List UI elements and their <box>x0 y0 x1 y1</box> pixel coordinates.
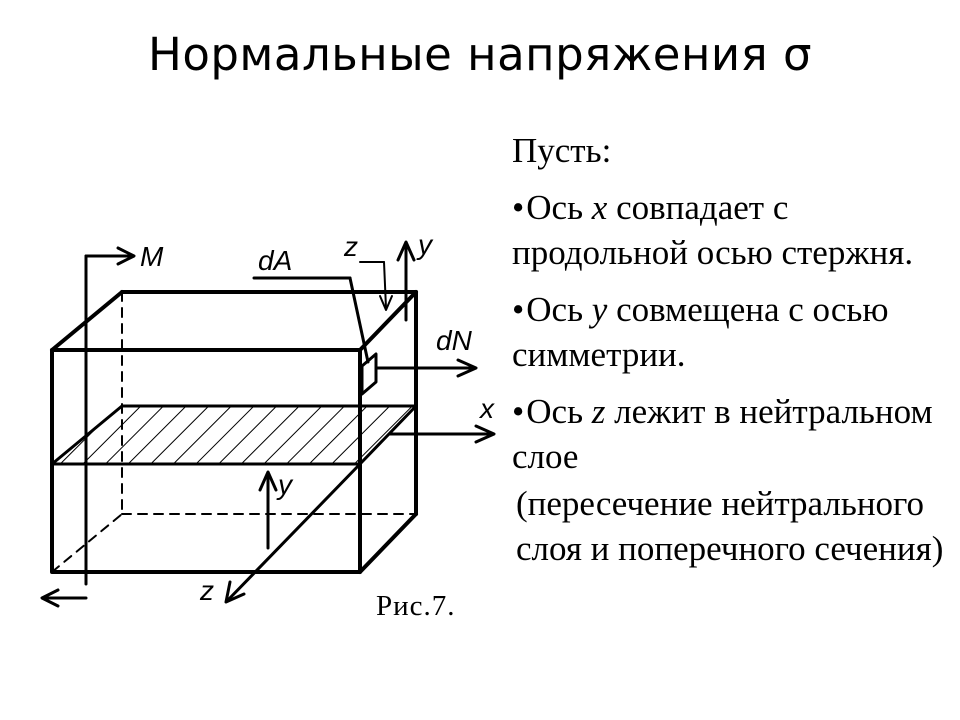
note-text: (пересечение нейтрального слоя и попереч… <box>516 484 944 568</box>
bullet-mark: • <box>512 188 525 227</box>
x-axis-label: x <box>478 393 495 424</box>
y-axis-bottom-label: y <box>276 469 294 500</box>
z-axis-top-label: z <box>343 231 358 262</box>
bullet-x-axis: •Ось x совпадает с продольной осью стерж… <box>512 188 914 272</box>
z-axis-top <box>359 261 393 311</box>
force-arrow <box>374 358 478 378</box>
figure-caption: Рис.7. <box>376 590 456 622</box>
x-axis <box>388 424 496 444</box>
intro-text: Пусть: <box>512 131 612 170</box>
y-axis-top-label: y <box>416 229 434 260</box>
bullet-mark: • <box>512 290 525 329</box>
beam-diagram: M dA dN x y z y z <box>40 229 496 608</box>
y-axis-bottom <box>258 470 278 550</box>
moment-label: M <box>140 241 164 272</box>
bullet-z-axis: •Ось z лежит в нейтральном слое <box>512 392 933 476</box>
area-element <box>252 276 378 396</box>
area-label: dA <box>258 245 292 276</box>
beam-box <box>50 290 418 574</box>
bullet-y-axis: •Ось y совмещена с осью симметрии. <box>512 290 889 374</box>
z-axis-bottom <box>224 462 362 604</box>
z-axis-bottom-label: z <box>199 575 214 606</box>
force-label: dN <box>436 325 473 356</box>
beam-figure: M dA dN x y z y z <box>30 222 510 642</box>
moment-arrow <box>40 246 136 608</box>
y-axis-top <box>396 240 416 322</box>
bullet-mark: • <box>512 392 525 431</box>
slide-title: Нормальные напряжения σ <box>147 28 813 81</box>
explanation-text: Пусть: •Ось x совпадает с продольной ось… <box>512 128 952 571</box>
